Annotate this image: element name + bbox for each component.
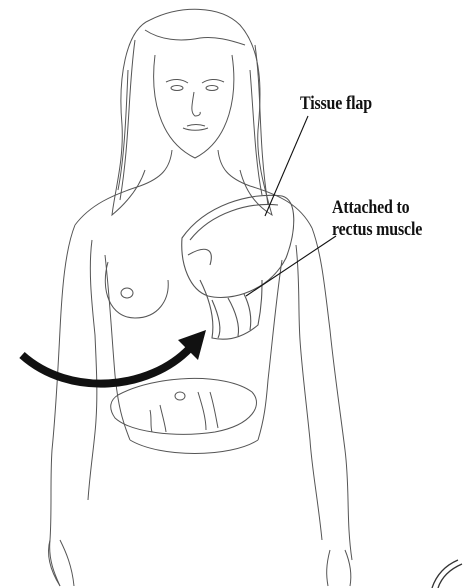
torso-outline bbox=[50, 150, 352, 586]
tissue-flap-shape bbox=[182, 195, 294, 339]
attached-label-line2: rectus muscle bbox=[332, 219, 422, 241]
tissue-flap-label: Tissue flap bbox=[300, 93, 372, 115]
breast-left bbox=[105, 262, 168, 318]
leader-line-attached bbox=[246, 236, 336, 296]
face bbox=[154, 55, 234, 158]
attached-label-line1: Attached to bbox=[332, 197, 422, 219]
abdomen-donor-site bbox=[111, 378, 257, 434]
attached-label: Attached to rectus muscle bbox=[332, 197, 422, 241]
hands bbox=[48, 540, 350, 586]
corner-fragment bbox=[432, 560, 462, 588]
